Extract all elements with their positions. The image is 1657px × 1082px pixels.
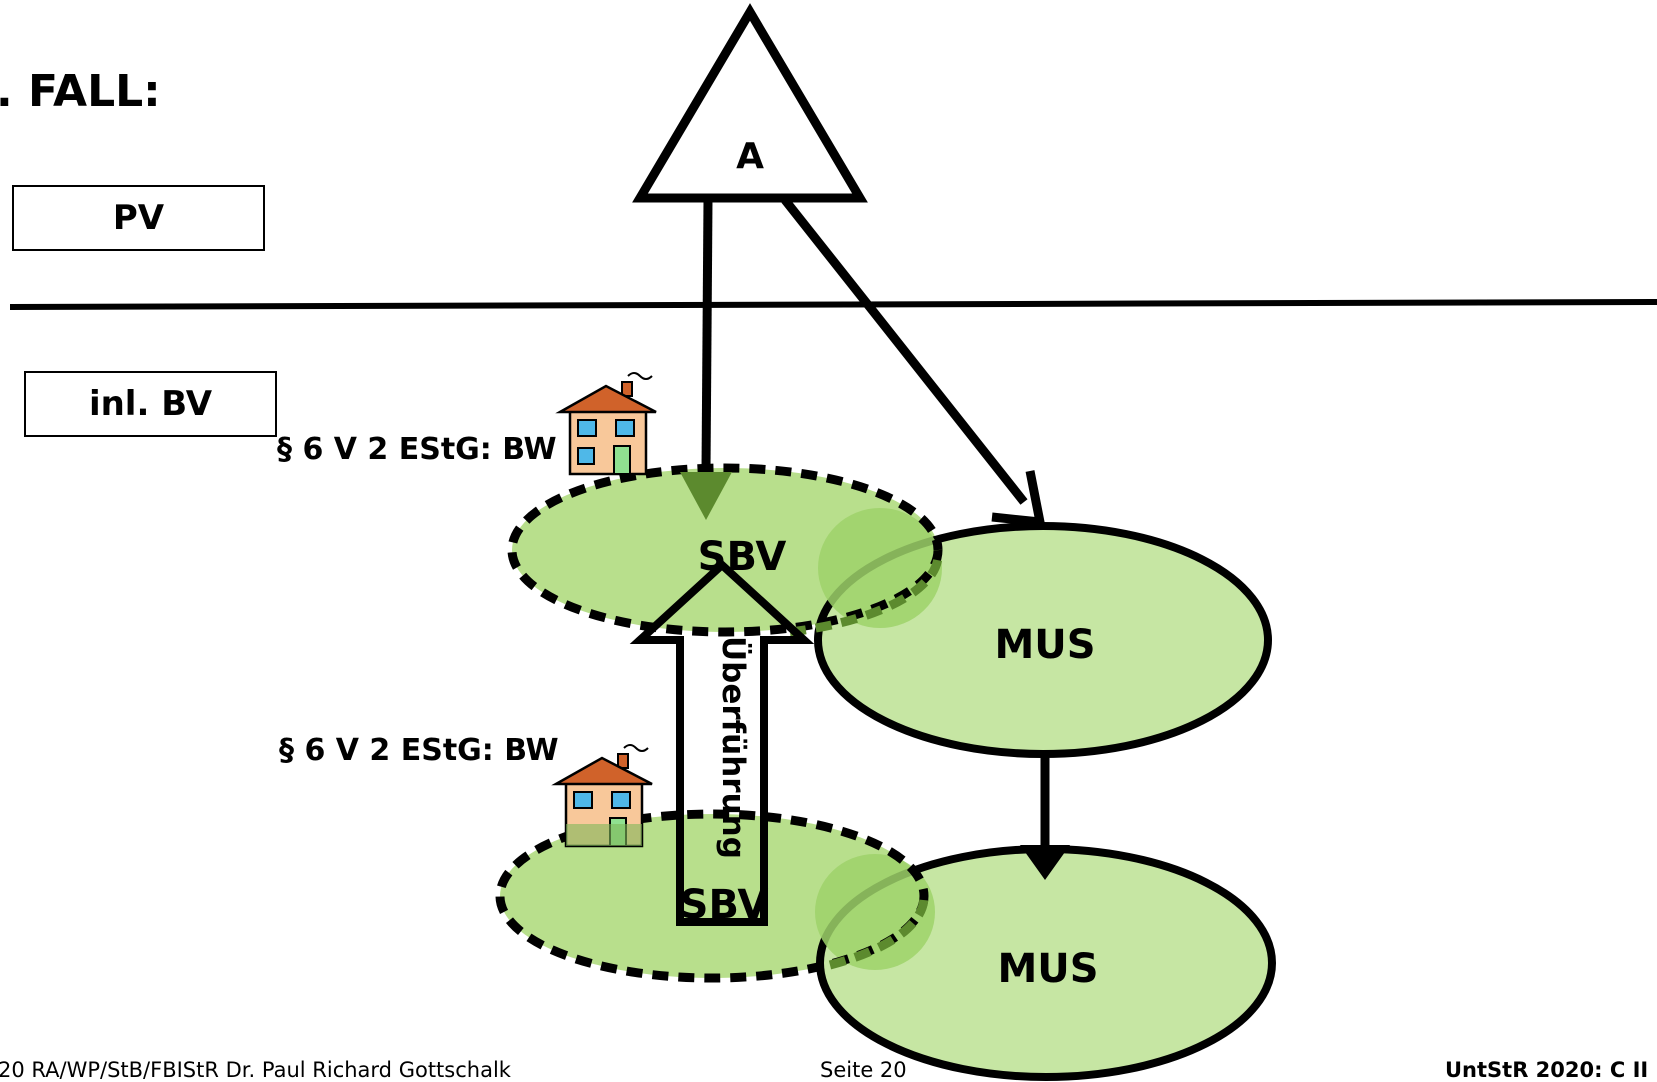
slide-heading: . FALL: <box>0 66 161 117</box>
sbv-upper-label: SBV <box>698 534 787 580</box>
arrow-a-to-mus-head <box>991 470 1046 528</box>
overlap-upper <box>818 508 942 628</box>
sbv-lower-outline-green <box>828 895 929 970</box>
divider-line <box>9 299 1657 310</box>
footer-course: UntStR 2020: C II <box>1445 1058 1649 1082</box>
rule-upper-label: § 6 V 2 EStG: BW <box>277 432 557 467</box>
overlap-lower <box>815 854 935 970</box>
sbv-lower-ellipse <box>500 814 924 978</box>
arrow-mus-to-mus-head <box>1020 845 1070 880</box>
business-assets-box: inl. BV <box>24 371 277 437</box>
arrow-a-to-sbv-head <box>680 472 732 520</box>
transfer-arrow <box>629 559 815 926</box>
private-assets-box: PV <box>12 185 265 251</box>
rule-lower-label: § 6 V 2 EStG: BW <box>279 733 559 768</box>
mus-upper-label: MUS <box>994 622 1095 668</box>
private-assets-label: PV <box>112 198 165 238</box>
shareholder-triangle <box>632 3 868 203</box>
house-icon <box>551 744 653 848</box>
triangle-label: A <box>736 136 764 177</box>
sbv-lower-outline <box>495 809 929 983</box>
arrow-a-to-sbv <box>701 199 713 471</box>
footer-page-number: Seite 20 <box>820 1058 907 1082</box>
mus-lower-label: MUS <box>997 946 1098 992</box>
sbv-lower-label: SBV <box>680 882 769 928</box>
sbv-upper-outline-green <box>789 549 943 637</box>
arrow-a-to-mus <box>781 197 1028 505</box>
footer-author: 20 RA/WP/StB/FBIStR Dr. Paul Richard Got… <box>0 1058 511 1082</box>
transfer-label: Überführung <box>715 636 752 859</box>
business-assets-label: inl. BV <box>88 384 213 424</box>
house-icon <box>555 372 657 476</box>
